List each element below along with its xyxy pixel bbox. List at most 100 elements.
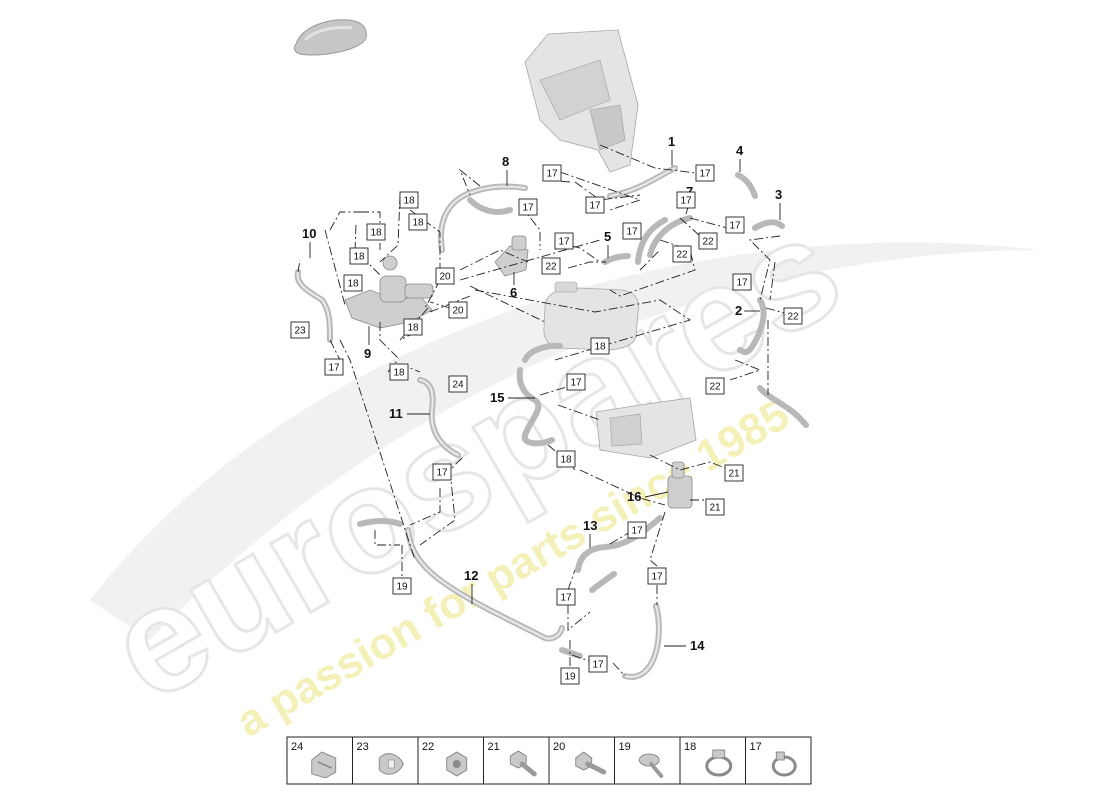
coolant-valve bbox=[494, 235, 529, 277]
reference-box-label: 17 bbox=[570, 378, 582, 389]
reference-box: 21 bbox=[724, 464, 744, 482]
reference-box: 17 bbox=[627, 521, 647, 539]
reference-box-label: 17 bbox=[680, 196, 692, 207]
reference-box-label: 17 bbox=[729, 221, 741, 232]
callout-15: 15 bbox=[490, 390, 504, 405]
reference-box-label: 17 bbox=[560, 593, 572, 604]
reference-box: 17 bbox=[324, 358, 344, 376]
reference-box-label: 24 bbox=[452, 380, 464, 391]
screw-19-icon bbox=[638, 753, 664, 778]
reference-box: 17 bbox=[554, 232, 574, 250]
heat-exchanger-bracket bbox=[595, 397, 697, 459]
reference-box-label: 17 bbox=[436, 468, 448, 479]
reference-box: 18 bbox=[403, 318, 423, 336]
reference-box-label: 17 bbox=[699, 169, 711, 180]
reference-box-label: 17 bbox=[651, 572, 663, 583]
callout-10: 10 bbox=[302, 226, 316, 241]
reference-box: 18 bbox=[349, 247, 369, 265]
reference-box: 22 bbox=[705, 377, 725, 395]
reference-box: 21 bbox=[705, 498, 725, 516]
legend-number: 19 bbox=[619, 741, 631, 753]
reference-box: 17 bbox=[588, 655, 608, 673]
reference-box: 17 bbox=[732, 273, 752, 291]
reference-box: 17 bbox=[725, 216, 745, 234]
clip-23-icon bbox=[378, 753, 404, 775]
reference-box-label: 22 bbox=[709, 382, 721, 393]
reference-box-label: 17 bbox=[328, 363, 340, 374]
reference-box: 17 bbox=[585, 196, 605, 214]
reference-box-label: 19 bbox=[564, 672, 576, 683]
legend-number: 23 bbox=[357, 741, 369, 753]
reference-box: 17 bbox=[676, 191, 696, 209]
legend-item-20: 20 bbox=[548, 737, 607, 784]
components bbox=[294, 29, 809, 680]
reference-box-label: 18 bbox=[594, 342, 606, 353]
reference-box-label: 17 bbox=[626, 227, 638, 238]
reference-box-label: 22 bbox=[545, 262, 557, 273]
legend-item-23: 23 bbox=[352, 737, 404, 784]
reference-box-label: 18 bbox=[403, 196, 415, 207]
reference-box-label: 20 bbox=[452, 306, 464, 317]
reference-box-label: 18 bbox=[412, 218, 424, 229]
reference-box-label: 21 bbox=[709, 503, 721, 514]
reference-box-label: 21 bbox=[728, 469, 740, 480]
hose-clamp-18-icon bbox=[705, 749, 733, 777]
legend-number: 24 bbox=[291, 741, 303, 753]
callout-3: 3 bbox=[775, 187, 782, 202]
callout-4: 4 bbox=[736, 143, 744, 158]
reference-box: 17 bbox=[647, 567, 667, 585]
callout-2: 2 bbox=[735, 303, 742, 318]
reference-box: 19 bbox=[560, 667, 580, 685]
reference-box: 18 bbox=[408, 213, 428, 231]
legend-number: 18 bbox=[684, 741, 696, 753]
reference-box: 18 bbox=[389, 363, 409, 381]
reference-box-label: 23 bbox=[294, 326, 306, 337]
reference-box-label: 17 bbox=[522, 203, 534, 214]
reference-box-label: 18 bbox=[407, 323, 419, 334]
reference-box: 17 bbox=[432, 463, 452, 481]
reference-box-label: 22 bbox=[702, 237, 714, 248]
callout-11: 11 bbox=[389, 406, 403, 421]
legend-number: 22 bbox=[422, 741, 434, 753]
reference-box-label: 22 bbox=[787, 312, 799, 323]
reference-box-label: 17 bbox=[631, 526, 643, 537]
reference-box: 20 bbox=[448, 301, 468, 319]
clip-24-icon bbox=[311, 751, 337, 779]
reference-box: 22 bbox=[672, 245, 692, 263]
reference-box-label: 19 bbox=[396, 582, 408, 593]
reference-box-label: 17 bbox=[736, 278, 748, 289]
callout-14: 14 bbox=[690, 638, 705, 653]
callout-12: 12 bbox=[464, 568, 478, 583]
fastener-legend: 24 23 22 21 20 19 18 17 bbox=[286, 736, 812, 785]
callout-7: 7 bbox=[686, 184, 693, 199]
reference-box-label: 17 bbox=[546, 169, 558, 180]
legend-item-21: 21 bbox=[483, 737, 537, 784]
hose-clamp-17-icon bbox=[771, 751, 797, 777]
callout-13: 13 bbox=[583, 518, 597, 533]
legend-number: 21 bbox=[488, 741, 500, 753]
reference-box: 22 bbox=[783, 307, 803, 325]
reference-box: 18 bbox=[556, 450, 576, 468]
reference-box: 17 bbox=[556, 588, 576, 606]
reference-box-label: 18 bbox=[353, 252, 365, 263]
reference-box-label: 18 bbox=[370, 228, 382, 239]
reference-box: 17 bbox=[695, 164, 715, 182]
legend-item-22: 22 bbox=[417, 737, 468, 784]
bolt-20-icon bbox=[575, 751, 607, 775]
callout-16: 16 bbox=[627, 489, 641, 504]
callout-8: 8 bbox=[502, 154, 509, 169]
reference-box: 19 bbox=[392, 577, 412, 595]
callout-5: 5 bbox=[604, 229, 611, 244]
reference-box: 17 bbox=[566, 373, 586, 391]
reference-box-label: 17 bbox=[592, 660, 604, 671]
reference-box-label: 17 bbox=[558, 237, 570, 248]
legend-number: 17 bbox=[750, 741, 762, 753]
legend-item-18: 18 bbox=[679, 737, 733, 784]
callout-6: 6 bbox=[510, 285, 517, 300]
reference-box: 17 bbox=[622, 222, 642, 240]
reference-box: 20 bbox=[435, 267, 455, 285]
reference-box-label: 18 bbox=[560, 455, 572, 466]
callout-1: 1 bbox=[668, 134, 675, 149]
legend-item-17: 17 bbox=[745, 737, 797, 784]
